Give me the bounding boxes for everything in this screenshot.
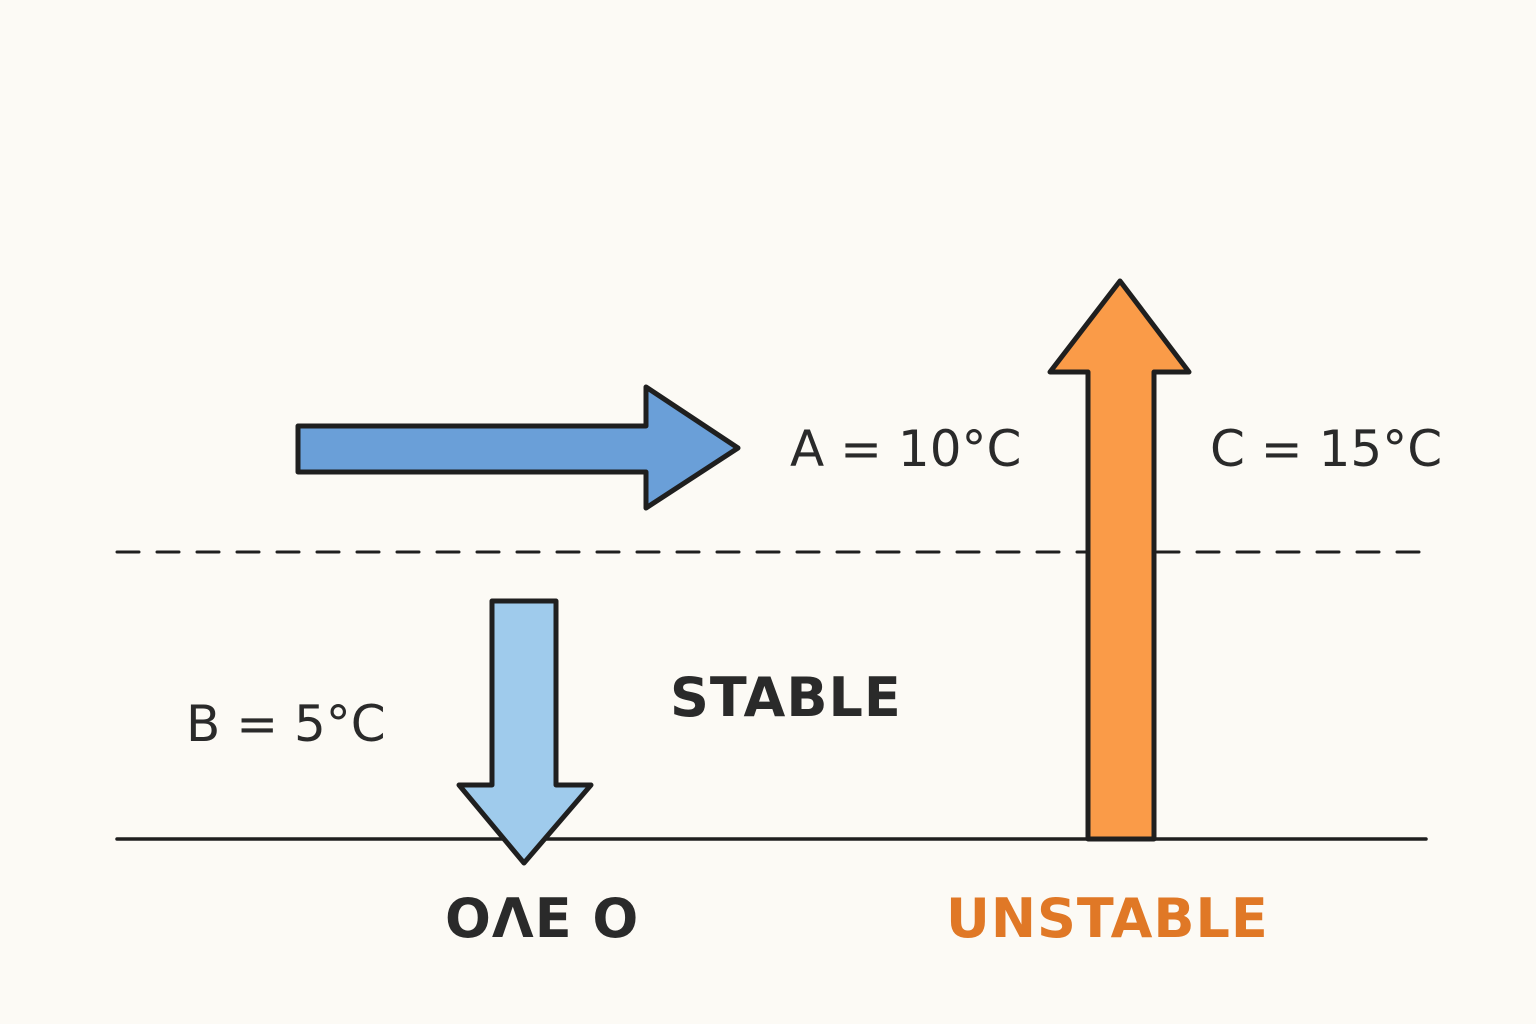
arrow-c-up <box>1047 278 1192 842</box>
label-c-temperature: C = 15°C <box>1210 420 1442 478</box>
label-unstable: UNSTABLE <box>946 887 1269 950</box>
arrow-a-right <box>295 384 741 511</box>
label-b-temperature: B = 5°C <box>186 695 386 753</box>
label-bottom-left: ΟΛΕ Ο <box>445 887 639 950</box>
label-stable: STABLE <box>670 666 902 729</box>
label-a-temperature: A = 10°C <box>790 420 1021 478</box>
arrow-b-down <box>456 598 594 866</box>
